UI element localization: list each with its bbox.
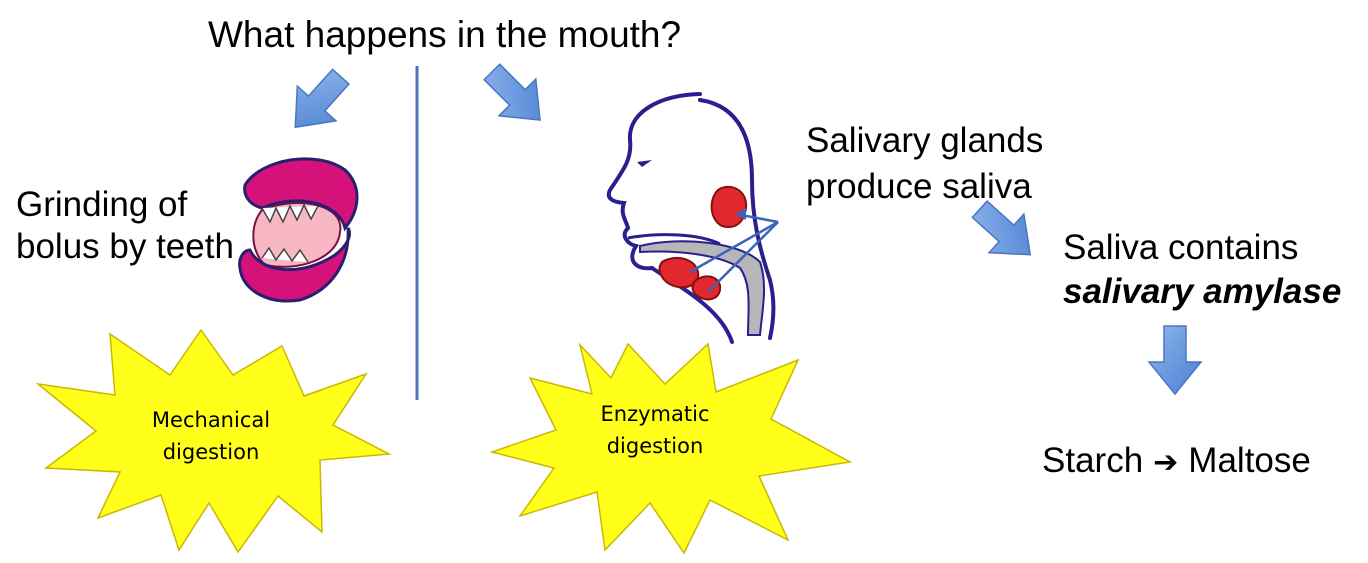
- reaction: Starch ➔ Maltose: [1042, 441, 1311, 481]
- enzymatic-star-line-2: digestion: [606, 434, 704, 458]
- glands-line-1: Salivary glands: [806, 121, 1044, 160]
- mechanical-star-line-2: digestion: [162, 440, 260, 464]
- arrow-to-reaction: [1148, 325, 1202, 395]
- reaction-product: Maltose: [1188, 441, 1311, 480]
- mechanical-star-label: Mechanical digestion: [126, 404, 296, 468]
- mechanical-line-1: Grinding of: [16, 185, 188, 224]
- arrow-to-enzymatic: [472, 52, 560, 140]
- mechanical-description: Grinding of bolus by teeth: [16, 184, 234, 268]
- enzyme-name: salivary amylase: [1063, 272, 1342, 311]
- mechanical-line-2: bolus by teeth: [16, 227, 234, 266]
- enzymatic-starburst: [489, 342, 853, 555]
- glands-line-2: produce saliva: [806, 167, 1032, 206]
- mechanical-starburst: [35, 328, 392, 554]
- arrow-to-mechanical: [275, 58, 361, 146]
- mechanical-star-line-1: Mechanical: [151, 408, 271, 432]
- salivary-glands-description: Salivary glands produce saliva: [806, 118, 1043, 210]
- enzymatic-star-label: Enzymatic digestion: [580, 398, 730, 462]
- page-title: What happens in the mouth?: [208, 14, 682, 55]
- head-illustration: [606, 92, 779, 344]
- saliva-contents: Saliva contains salivary amylase: [1063, 226, 1341, 314]
- mouth-illustration: [238, 157, 359, 303]
- enzymatic-star-line-1: Enzymatic: [600, 402, 710, 426]
- reaction-substrate: Starch: [1042, 441, 1144, 480]
- contains-line-1: Saliva contains: [1063, 228, 1299, 267]
- reaction-arrow-icon: ➔: [1153, 445, 1179, 480]
